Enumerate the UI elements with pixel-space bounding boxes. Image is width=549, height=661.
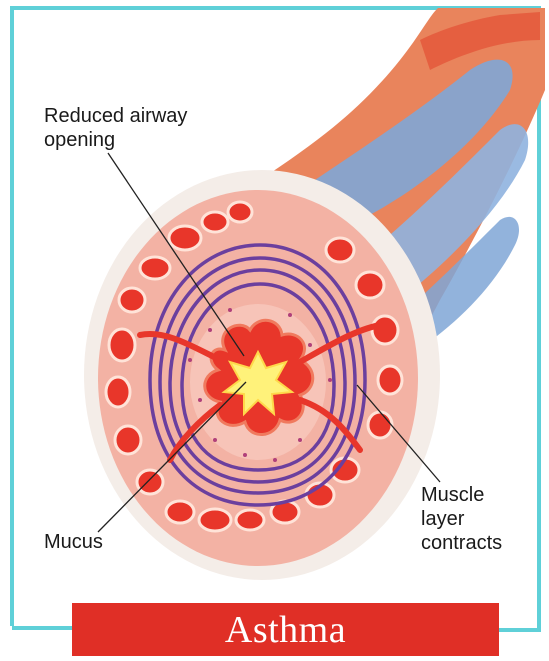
label-mucus: Mucus	[44, 530, 103, 554]
label-muscle-layer-contracts: Muscle layer contracts	[421, 483, 502, 555]
title-banner: Asthma	[72, 603, 499, 656]
label-reduced-airway-opening: Reduced airway opening	[44, 104, 187, 152]
diagram-title: Asthma	[225, 608, 346, 652]
